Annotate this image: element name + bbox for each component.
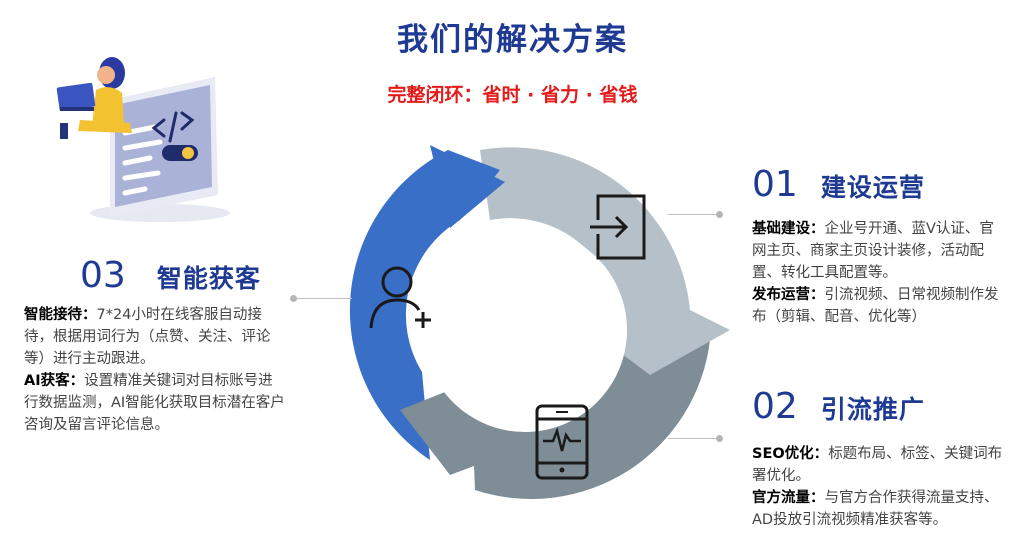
desc-text: 引流视频、日常视频制作发布（剪辑、配音、优化等） [752,287,999,325]
section-title: 引流推广 [820,395,925,424]
cycle-segment-01 [480,147,730,375]
section-number: 01 [752,164,798,205]
desc-label: 智能接待： [24,307,97,323]
cycle-segment-03 [349,150,500,460]
connector-dot-03 [290,295,297,302]
desc-label: 基础建设： [752,221,825,237]
desc-text: 设置精准关键词对目标账号进行数据监测，AI智能化获取目标潜在客户咨询及留言评论信… [24,373,285,433]
desc-label: SEO优化： [752,446,829,462]
desc-label: 发布运营： [752,287,825,303]
section-01-description: 基础建设：企业号开通、蓝V认证、官网主页、商家主页设计装修，活动配置、转化工具配… [752,218,1008,328]
desc-label: AI获客： [24,373,85,389]
section-01-header: 01 建设运营 [752,164,925,205]
cycle-segment-02 [472,340,710,500]
cycle-diagram [349,145,730,500]
login-icon [590,194,646,260]
connector-dot-02 [716,435,723,442]
section-number: 02 [752,386,798,427]
phone-heartbeat-icon [535,404,589,480]
add-user-icon [369,266,431,329]
section-title: 智能获客 [156,264,261,293]
desc-text: 企业号开通、蓝V认证、官网主页、商家主页设计装修，活动配置、转化工具配置等。 [752,221,994,281]
desc-label: 官方流量： [752,490,825,506]
section-title: 建设运营 [820,173,925,202]
connector-dot-01 [716,211,723,218]
page-subtitle: 完整闭环：省时 · 省力 · 省钱 [387,84,638,106]
page-title: 我们的解决方案 [397,22,628,58]
section-number: 03 [80,255,126,296]
section-03-header: 03 智能获客 [80,255,261,296]
connector-line-01 [668,214,718,215]
section-03-description: 智能接待：7*24小时在线客服自动接待，根据用词行为（点赞、关注、评论等）进行主… [24,304,286,436]
connector-line-03 [296,298,352,299]
desc-text: 标题布局、标签、关键词布署优化。 [752,446,1003,484]
connector-line-02 [668,438,718,439]
section-02-header: 02 引流推广 [752,386,925,427]
desc-text: 与官方合作获得流量支持、AD投放引流视频精准获客等。 [752,490,999,528]
desc-text: 7*24小时在线客服自动接待，根据用词行为（点赞、关注、评论等）进行主动跟进。 [24,307,271,367]
section-02-description: SEO优化：标题布局、标签、关键词布署优化。 官方流量：与官方合作获得流量支持、… [752,443,1010,531]
coding-woman-illustration [56,57,230,222]
